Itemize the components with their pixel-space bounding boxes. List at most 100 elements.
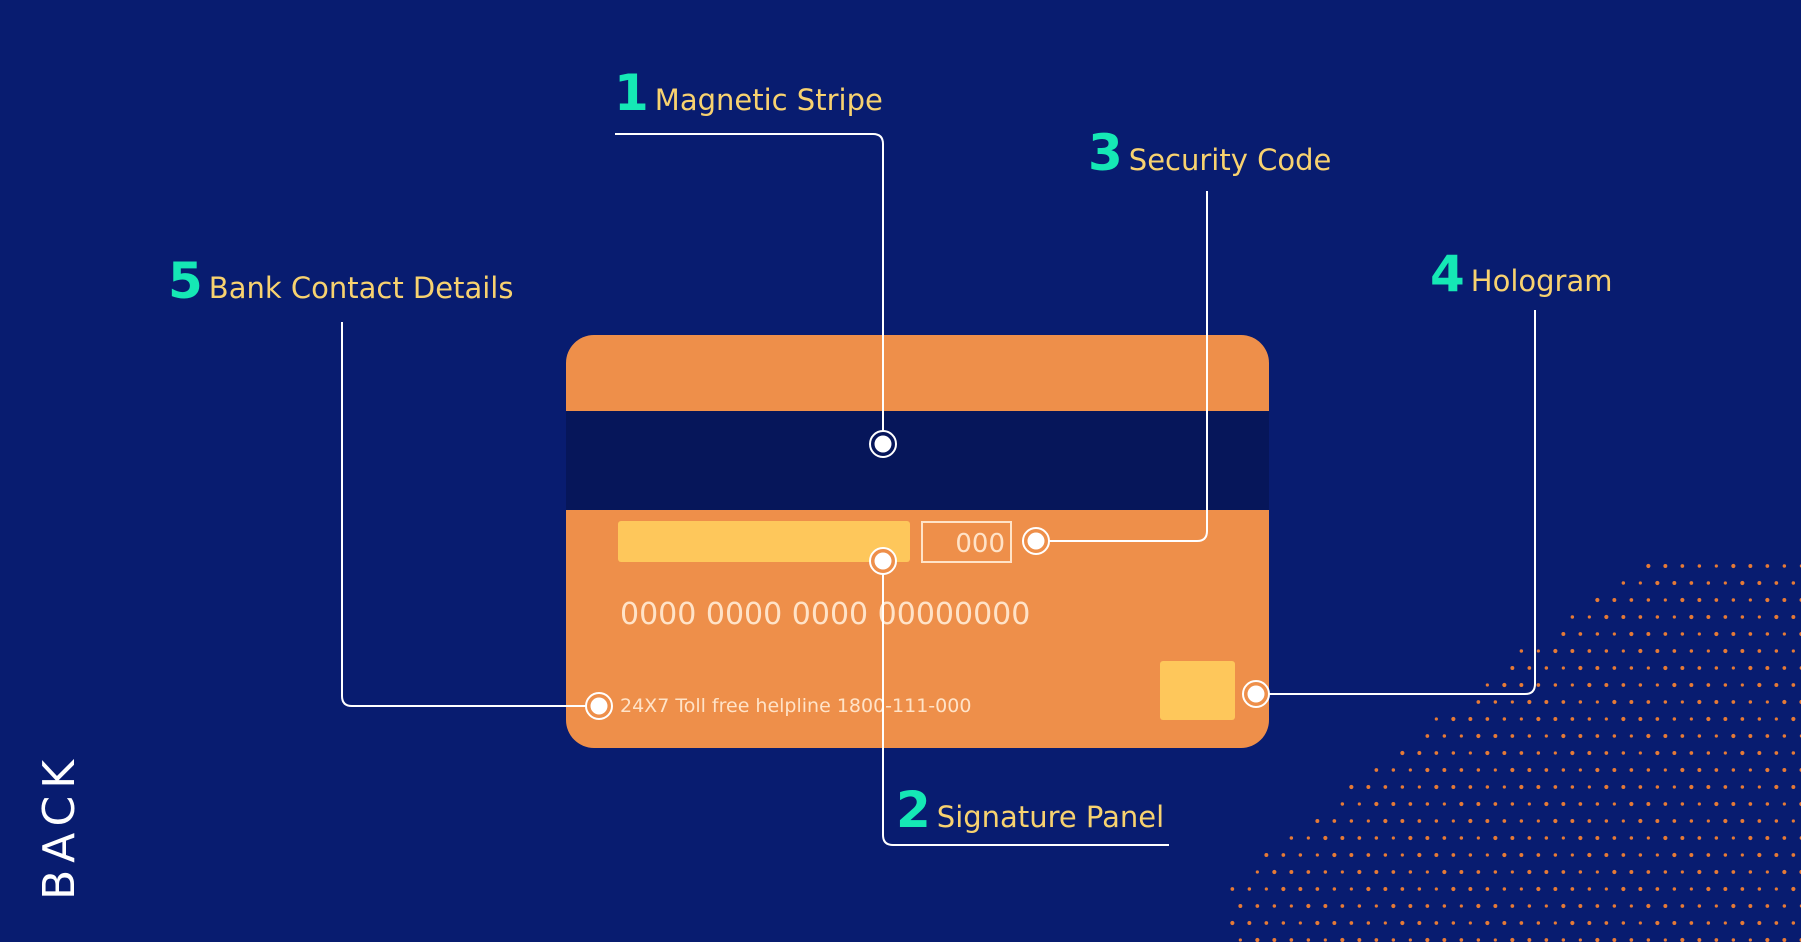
decorative-dot	[1408, 938, 1412, 942]
decorative-dot	[1791, 649, 1795, 653]
decorative-dot	[1340, 870, 1344, 874]
decorative-dot	[1663, 700, 1668, 704]
decorative-dot	[1646, 598, 1651, 602]
decorative-dot	[1400, 819, 1405, 823]
decorative-dot	[1587, 649, 1592, 653]
decorative-dot	[1672, 649, 1677, 653]
decorative-dot	[1595, 734, 1600, 738]
decorative-dot	[1459, 904, 1463, 908]
decorative-dot	[1757, 581, 1762, 585]
decorative-dot	[1646, 666, 1650, 670]
decorative-dot	[1451, 886, 1456, 892]
connector-line-signature-panel	[882, 561, 1169, 846]
decorative-dot	[1357, 836, 1362, 840]
decorative-dot	[1706, 819, 1710, 823]
decorative-dot	[1315, 887, 1320, 891]
decorative-dot	[1408, 768, 1412, 772]
decorative-dot	[1493, 938, 1497, 942]
decorative-dot	[1791, 751, 1796, 755]
decorative-dot	[1714, 836, 1719, 840]
decorative-dot	[1782, 802, 1786, 806]
decorative-dot	[1391, 870, 1396, 874]
decorative-dot	[1493, 768, 1497, 772]
decorative-dot	[1595, 666, 1600, 670]
decorative-dot	[1442, 836, 1447, 840]
decorative-dot	[1655, 580, 1660, 586]
decorative-dot	[1459, 801, 1464, 807]
decorative-dot	[1493, 870, 1498, 874]
decorative-dot	[1519, 853, 1524, 857]
decorative-dot	[1417, 852, 1422, 858]
decorative-dot	[1774, 717, 1778, 721]
decorative-dot	[1536, 785, 1541, 789]
decorative-dot	[1510, 734, 1515, 738]
decorative-dot	[1510, 666, 1515, 670]
decorative-dot	[1638, 717, 1643, 721]
decorative-dot	[1680, 700, 1684, 704]
decorative-dot	[1383, 887, 1388, 891]
decorative-dot	[1680, 597, 1685, 603]
decorative-dot	[1646, 903, 1651, 909]
decorative-dot	[1289, 870, 1294, 874]
decorative-dot	[1536, 716, 1541, 722]
decorative-dot	[1748, 598, 1752, 602]
decorative-dot	[1451, 819, 1455, 823]
decorative-dot	[1714, 938, 1719, 942]
decorative-dot	[1417, 921, 1422, 925]
decorative-dot	[1408, 802, 1413, 806]
decorative-dot	[1629, 870, 1634, 874]
decorative-dot	[1740, 853, 1744, 857]
decorative-dot	[1357, 802, 1361, 806]
decorative-dot	[1672, 819, 1677, 823]
decorative-dot	[1451, 853, 1456, 857]
decorative-dot	[1672, 921, 1677, 925]
decorative-dot	[1587, 682, 1592, 688]
decorative-dot	[1680, 632, 1685, 636]
decorative-dot	[1476, 870, 1481, 874]
decorative-dot	[1587, 615, 1591, 619]
decorative-dot	[1442, 869, 1447, 875]
decorative-dot	[1544, 870, 1549, 874]
decorative-dot	[1621, 581, 1626, 585]
decorative-dot	[1468, 853, 1473, 857]
decorative-dot	[1417, 887, 1422, 891]
decorative-dot	[1706, 683, 1711, 687]
decorative-dot	[1765, 802, 1770, 806]
decorative-dot	[1519, 683, 1524, 687]
decorative-dot	[1604, 683, 1609, 687]
decorative-dot	[1519, 649, 1524, 653]
decorative-dot	[1459, 938, 1464, 942]
decorative-dot	[1714, 631, 1719, 637]
decorative-dot	[1621, 886, 1626, 892]
decorative-dot	[1723, 785, 1728, 789]
decorative-dot	[1595, 632, 1600, 636]
decorative-dot	[1510, 870, 1514, 874]
decorative-dot	[1502, 751, 1507, 755]
decorative-dot	[1774, 581, 1779, 585]
decorative-dot	[1451, 921, 1456, 925]
decorative-dot	[1697, 802, 1701, 806]
decorative-dot	[1264, 853, 1269, 857]
decorative-dot	[1587, 921, 1592, 925]
decorative-dot	[1561, 903, 1566, 909]
decorative-dot	[1383, 921, 1387, 925]
decorative-dot	[1697, 666, 1702, 670]
decorative-dot	[1553, 751, 1557, 755]
callout-label: Magnetic Stripe	[654, 83, 883, 117]
decorative-dot	[1748, 768, 1752, 772]
connector-line-hologram	[1256, 310, 1536, 695]
decorative-dot	[1561, 733, 1566, 739]
decorative-dot	[1366, 921, 1371, 925]
decorative-dot	[1561, 768, 1566, 772]
decorative-dot	[1689, 784, 1694, 790]
decorative-dot	[1655, 717, 1660, 721]
decorative-dot	[1510, 904, 1515, 908]
decorative-dot	[1306, 938, 1311, 942]
decorative-dot	[1612, 734, 1617, 738]
decorative-dot	[1612, 768, 1617, 772]
decorative-dot	[1697, 632, 1701, 636]
decorative-dot	[1323, 938, 1327, 942]
decorative-dot	[1459, 836, 1464, 840]
